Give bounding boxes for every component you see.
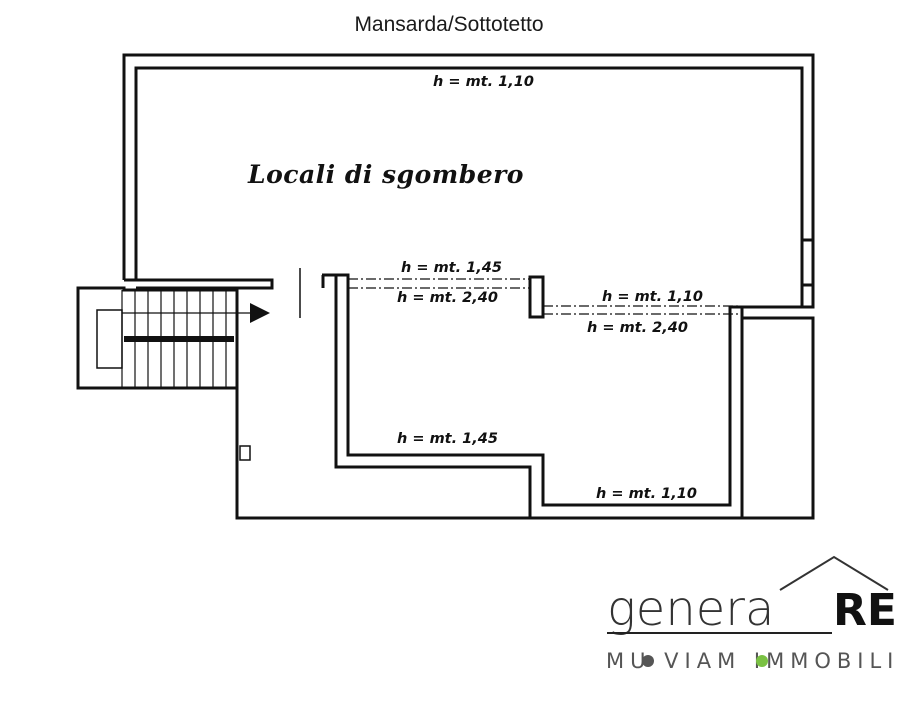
company-logo: genera RE MU VIAM IMMOBILI (606, 555, 897, 673)
stair-arrow-icon (250, 303, 270, 323)
room-label: Locali di sgombero (247, 160, 524, 189)
height-label-mid-upper: h = mt. 1,45 (401, 260, 502, 276)
plan-title: Mansarda/Sottotetto (354, 13, 543, 36)
logo-mark: RE (833, 585, 897, 636)
walls (122, 53, 815, 520)
height-label-right-lower: h = mt. 2,40 (587, 320, 688, 336)
logo-dot-icon (642, 655, 654, 667)
height-label-top: h = mt. 1,10 (433, 74, 534, 90)
logo-green-dot-icon (756, 655, 768, 667)
height-label-lower-right: h = mt. 1,10 (596, 486, 697, 502)
staircase (76, 268, 301, 470)
roof-icon (779, 555, 889, 591)
height-label-right-upper: h = mt. 1,10 (602, 289, 703, 305)
height-label-mid-lower: h = mt. 2,40 (397, 290, 498, 306)
height-limit-lines (348, 278, 740, 315)
height-label-lower-mid: h = mt. 1,45 (397, 431, 498, 447)
logo-word: genera (607, 581, 774, 637)
